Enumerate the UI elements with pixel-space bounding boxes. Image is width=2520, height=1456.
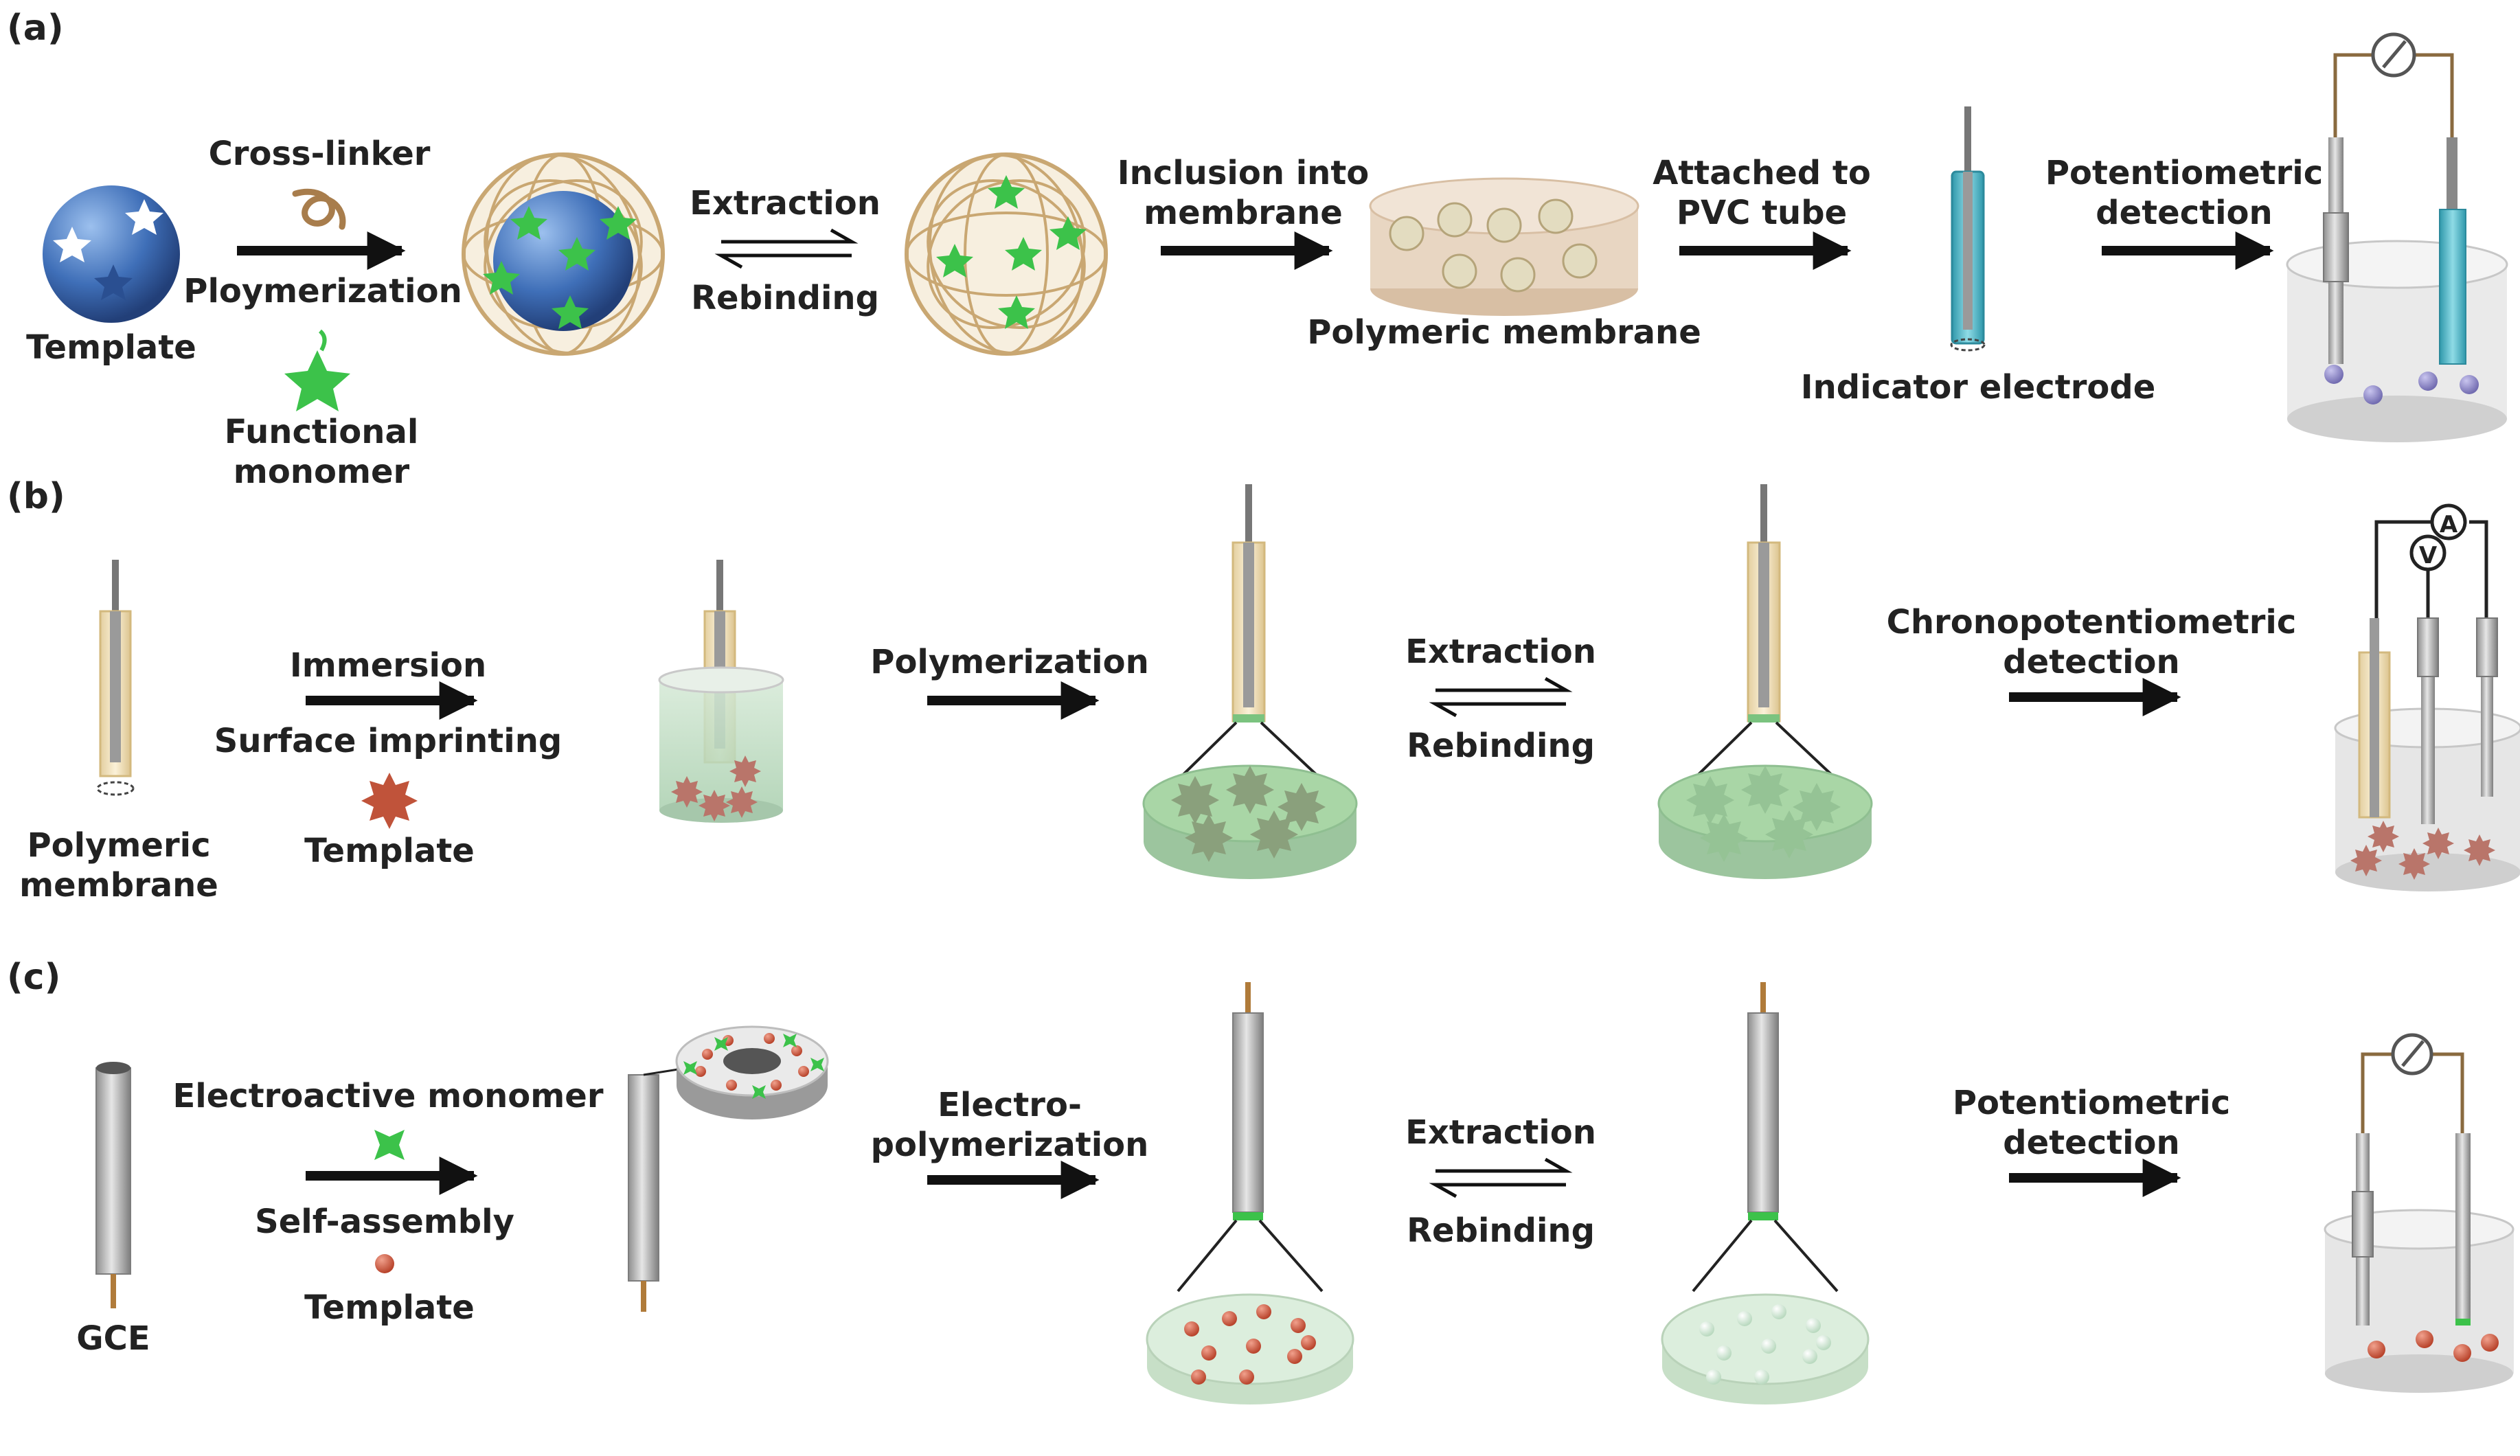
panel-b-tag: (b) [7, 476, 65, 517]
label-electro: Electro- [938, 1086, 1082, 1124]
label-rebinding-b: Rebinding [1407, 727, 1595, 765]
green-star-icon [510, 206, 547, 240]
voltmeter-icon [2409, 534, 2447, 571]
green-star-icon [1049, 216, 1087, 250]
label-rebinding-c: Rebinding [1407, 1212, 1595, 1250]
label-indicator-electrode: Indicator electrode [1801, 368, 2156, 407]
ammeter-icon [2430, 503, 2467, 541]
polymer-cage-with-template [462, 152, 665, 356]
label-template-c: Template [304, 1288, 475, 1327]
green-star-icon [936, 244, 973, 277]
label-template-a: Template [26, 328, 196, 367]
cross-linker-icon [292, 188, 346, 230]
red-star-icon [729, 755, 761, 787]
imprinted-electrode-b2 [1657, 484, 1873, 879]
equilibrium-arrows-b [1429, 676, 1573, 718]
equilibrium-arrows-a [714, 228, 859, 269]
white-star-icon [53, 227, 91, 262]
label-ploymerization: Ploymerization [183, 272, 462, 310]
green-monomer-icon [374, 1130, 405, 1160]
green-star-icon [483, 261, 520, 295]
imprinted-electrode-b1 [1142, 484, 1358, 879]
chronopotentiometric-cell-b: A V [2334, 503, 2520, 891]
green-star-icon [600, 206, 637, 240]
label-detection-a: detection [2096, 194, 2272, 232]
template-sphere [43, 185, 180, 323]
label-potentiometric-a: Potentiometric [2045, 154, 2323, 192]
white-star-icon [125, 199, 163, 235]
panel-a-tag: (a) [7, 8, 64, 49]
equilibrium-arrows-c [1429, 1157, 1573, 1198]
label-chronopotentiometric: Chronopotentiometric [1887, 603, 2297, 641]
green-star-icon [552, 295, 589, 329]
label-template-b: Template [304, 832, 475, 870]
label-cross-linker: Cross-linker [209, 135, 431, 173]
red-star-icon [726, 786, 758, 818]
label-extraction-b: Extraction [1405, 633, 1596, 671]
meter-v-label: V [2419, 542, 2438, 569]
label-inclusion-into: Inclusion into [1117, 154, 1370, 192]
green-star-icon [1005, 237, 1042, 271]
label-polymerization-c: polymerization [871, 1126, 1149, 1164]
label-immersion: Immersion [290, 646, 486, 685]
coated-electrode-b [96, 560, 135, 796]
label-rebinding-a: Rebinding [691, 279, 879, 317]
label-detection-c: detection [2003, 1124, 2179, 1162]
monomer-tail [318, 329, 327, 352]
gce-electrode [95, 1062, 131, 1308]
label-self-assembly: Self-assembly [255, 1203, 514, 1241]
label-attached-to: Attached to [1653, 154, 1871, 192]
label-extraction-c: Extraction [1405, 1113, 1596, 1152]
label-membrane-b: membrane [19, 866, 218, 905]
label-gce: GCE [76, 1319, 150, 1358]
label-detection-b: detection [2003, 643, 2179, 681]
red-star-icon [671, 776, 703, 808]
electropolymerized-gce-c2 [1661, 982, 1870, 1404]
label-pvc-tube: PVC tube [1677, 194, 1847, 232]
polymeric-membrane-disc [1369, 177, 1639, 316]
potentiometric-cell-c [2324, 1033, 2515, 1393]
gce-self-assembled [628, 1025, 829, 1312]
label-membrane-a: membrane [1144, 194, 1343, 232]
label-electroactive-monomer: Electroactive monomer [172, 1077, 603, 1115]
label-potentiometric-c: Potentiometric [1953, 1084, 2230, 1122]
green-star-icon [998, 295, 1035, 329]
label-functional: Functional [225, 413, 419, 451]
dark-star-icon [94, 264, 133, 300]
label-polymeric-membrane-a: Polymeric membrane [1307, 313, 1701, 352]
label-monomer: monomer [234, 453, 410, 491]
label-polymerization-b: Polymerization [870, 643, 1148, 681]
red-star-template-icon [361, 773, 418, 829]
label-surface-imprinting: Surface imprinting [214, 722, 562, 760]
functional-monomer-star-icon [284, 350, 350, 411]
meter-a-label: A [2440, 511, 2458, 538]
electropolymerized-gce-c1 [1146, 982, 1354, 1404]
indicator-electrode [1950, 106, 1986, 352]
label-extraction-a: Extraction [690, 184, 881, 223]
panel-c-tag: (c) [7, 957, 60, 998]
green-star-icon [988, 175, 1025, 209]
red-template-icon [375, 1254, 394, 1273]
green-star-icon [558, 237, 595, 271]
potentiometric-cell-a [2286, 32, 2508, 442]
red-star-icon [699, 790, 730, 821]
imprinting-beaker [658, 560, 784, 823]
label-polymeric-b: Polymeric [27, 826, 210, 865]
imprinted-cage [905, 152, 1108, 356]
